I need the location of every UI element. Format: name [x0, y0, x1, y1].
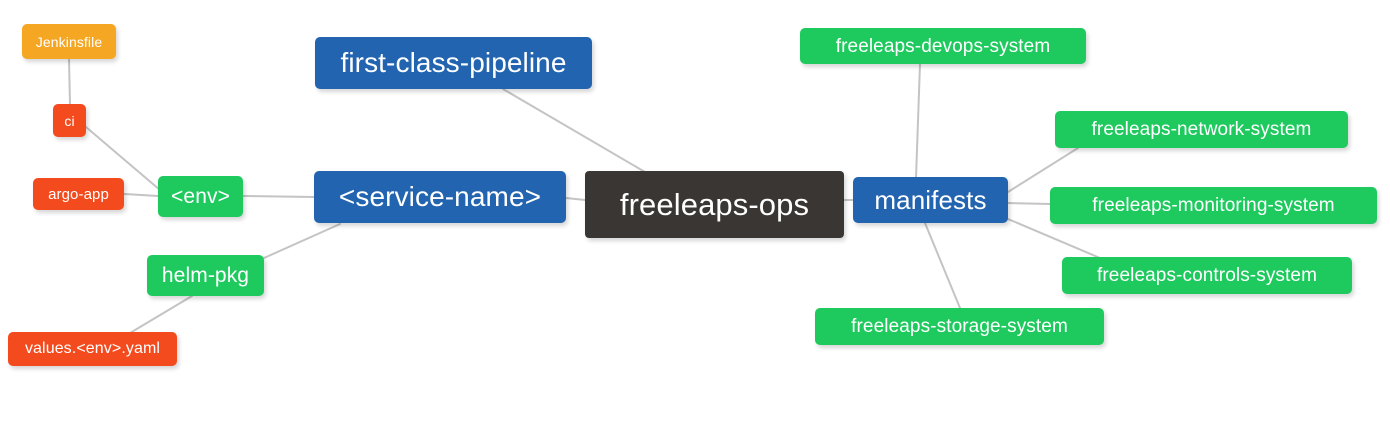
mindmap-node-freeleaps-controls-system[interactable]: freeleaps-controls-system — [1062, 257, 1352, 294]
mindmap-node-label: freeleaps-monitoring-system — [1092, 195, 1335, 216]
mindmap-node-label: Jenkinsfile — [35, 33, 103, 50]
edge-manifests-to-freeleaps-controls-system — [1007, 218, 1101, 259]
mindmap-node-label: values.<env>.yaml — [24, 340, 161, 357]
mindmap-node-env[interactable]: <env> — [158, 176, 243, 217]
mindmap-node-label: argo-app — [48, 185, 109, 203]
mindmap-node-label: freeleaps-storage-system — [851, 316, 1068, 337]
mindmap-node-label: freeleaps-network-system — [1091, 119, 1312, 140]
mindmap-node-jenkinsfile[interactable]: Jenkinsfile — [22, 24, 116, 59]
mindmap-node-label: <env> — [171, 185, 230, 208]
mindmap-node-first-class-pipeline[interactable]: first-class-pipeline — [315, 37, 592, 89]
mindmap-node-freeleaps-devops-system[interactable]: freeleaps-devops-system — [800, 28, 1086, 64]
mindmap-node-freeleaps-network-system[interactable]: freeleaps-network-system — [1055, 111, 1348, 148]
edge-manifests-to-freeleaps-devops-system — [915, 63, 921, 179]
mindmap-node-label: <service-name> — [338, 181, 542, 212]
mindmap-node-ci[interactable]: ci — [53, 104, 86, 137]
mindmap-node-label: manifests — [874, 185, 987, 215]
edge-service-name-to-freeleaps-ops — [565, 197, 586, 201]
mindmap-node-label: freeleaps-devops-system — [835, 35, 1051, 57]
mindmap-node-label: ci — [64, 112, 75, 129]
edge-manifests-to-freeleaps-monitoring-system — [1007, 202, 1051, 205]
edge-first-class-pipeline-to-freeleaps-ops — [502, 88, 646, 173]
mindmap-node-values-env-yaml[interactable]: values.<env>.yaml — [8, 332, 177, 366]
edge-env-to-service-name — [242, 195, 315, 198]
mindmap-node-label: first-class-pipeline — [340, 47, 567, 78]
edge-manifests-to-freeleaps-network-system — [1007, 147, 1079, 193]
edge-jenkinsfile-to-ci — [68, 58, 71, 105]
edge-service-name-to-helm-pkg — [263, 223, 341, 259]
mindmap-node-label: freeleaps-controls-system — [1096, 265, 1318, 286]
mindmap-node-manifests[interactable]: manifests — [853, 177, 1008, 223]
edge-argo-app-to-env — [123, 193, 159, 197]
edge-manifests-to-freeleaps-storage-system — [924, 222, 961, 309]
edge-helm-pkg-to-values-env-yaml — [129, 295, 193, 334]
mindmap-node-freeleaps-monitoring-system[interactable]: freeleaps-monitoring-system — [1050, 187, 1377, 224]
mindmap-node-argo-app[interactable]: argo-app — [33, 178, 124, 210]
mindmap-node-service-name[interactable]: <service-name> — [314, 171, 566, 223]
mindmap-node-freeleaps-ops[interactable]: freeleaps-ops — [585, 171, 844, 238]
mindmap-node-label: helm-pkg — [161, 264, 250, 287]
mindmap-node-label: freeleaps-ops — [619, 187, 810, 222]
mindmap-node-helm-pkg[interactable]: helm-pkg — [147, 255, 264, 296]
mindmap-node-freeleaps-storage-system[interactable]: freeleaps-storage-system — [815, 308, 1104, 345]
